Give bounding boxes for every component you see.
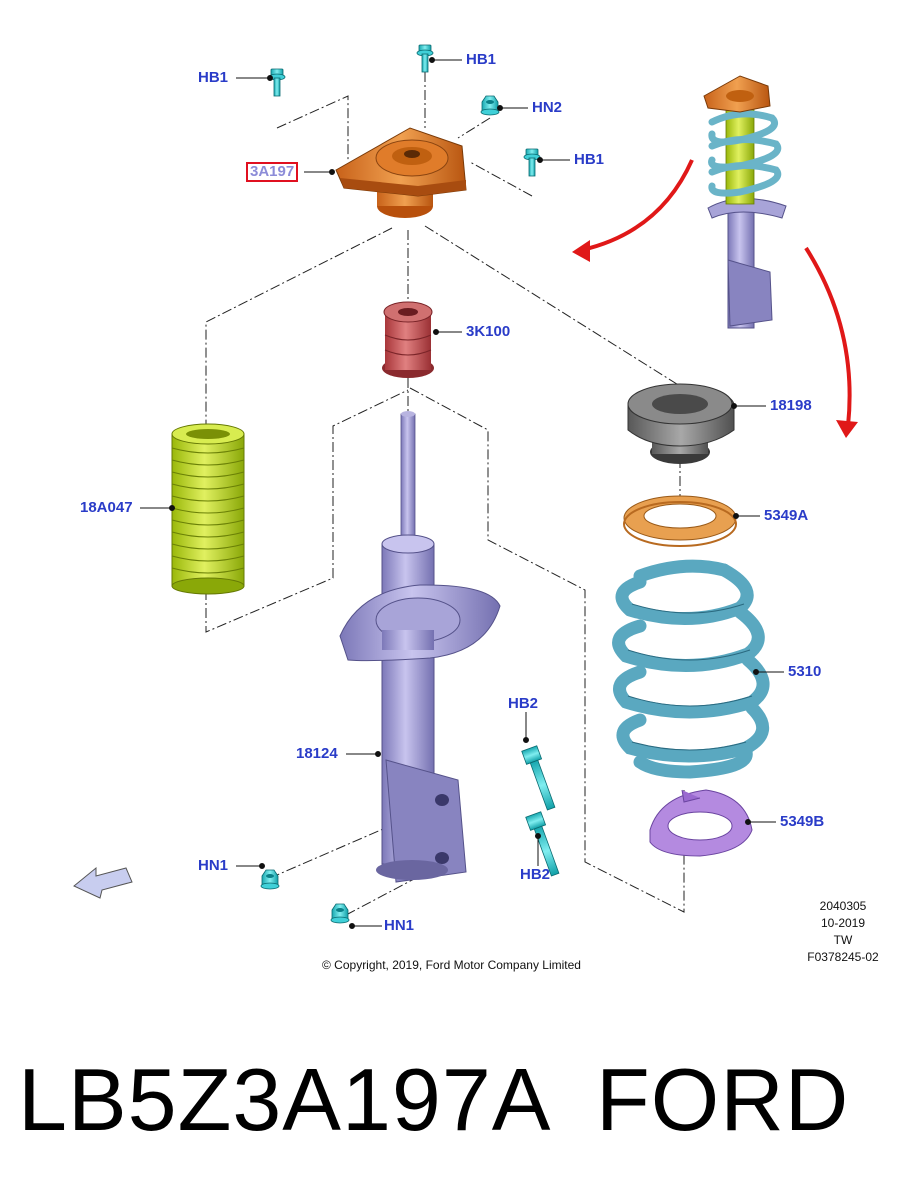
callout-18198: 18198 [770, 397, 812, 414]
nut-icon [260, 869, 280, 890]
callout-3k100: 3K100 [466, 323, 511, 340]
direction-arrow-icon [73, 866, 133, 899]
callout-hb1: HB1 [574, 151, 605, 168]
callout-3a197-highlighted: 3A197 [246, 162, 299, 182]
callout-hn1: HN1 [198, 857, 229, 874]
bump-stop-part [382, 301, 434, 378]
callout-hn2: HN2 [532, 99, 563, 116]
meta-ref: F0378245-02 [807, 950, 879, 964]
nut-icon [330, 903, 350, 924]
callout-5349b: 5349B [780, 813, 825, 830]
bolt-icon [523, 148, 541, 177]
exploded-parts-diagram: HB1 HB1 HN2 HB1 3A197 3K100 18A047 18198… [73, 44, 886, 972]
assembled-strut-illustration [703, 75, 787, 329]
brand-name: FORD [596, 1050, 850, 1149]
lower-insulator-part [649, 789, 753, 857]
upper-mount-part [335, 127, 467, 218]
upper-insulator-part [623, 495, 737, 547]
dust-boot-part [171, 423, 245, 595]
leader-lines [140, 57, 784, 929]
callout-18124: 18124 [296, 745, 338, 762]
meta-date: 10-2019 [820, 916, 866, 930]
callout-hb1: HB1 [198, 69, 229, 86]
strut-part [339, 411, 501, 883]
coil-spring-outline [627, 603, 753, 751]
diagram-drawing [73, 44, 858, 929]
callout-18a047: 18A047 [80, 499, 133, 516]
copyright-notice: © Copyright, 2019, Ford Motor Company Li… [322, 958, 581, 972]
coil-spring-part [612, 559, 770, 779]
meta-region: TW [833, 933, 853, 947]
callout-hb1: HB1 [466, 51, 497, 68]
nut-icon [480, 95, 500, 116]
callout-hb2: HB2 [520, 866, 551, 883]
meta-code: 2040305 [819, 899, 867, 913]
callout-hn1: HN1 [384, 917, 415, 934]
callout-hb2: HB2 [508, 695, 539, 712]
part-number: LB5Z3A197A [18, 1050, 552, 1149]
rotation-arrows [572, 159, 858, 438]
product-caption: LB5Z3A197A FORD [0, 1040, 912, 1170]
callout-5349a: 5349A [764, 507, 809, 524]
bolt-icon [525, 811, 560, 877]
callout-5310: 5310 [788, 663, 822, 680]
bolt-icon [268, 68, 286, 97]
diagram-meta: 2040305 10-2019 TW F0378245-02 [800, 898, 886, 966]
bolt-icon [521, 745, 556, 811]
spring-seat-part [627, 383, 735, 464]
